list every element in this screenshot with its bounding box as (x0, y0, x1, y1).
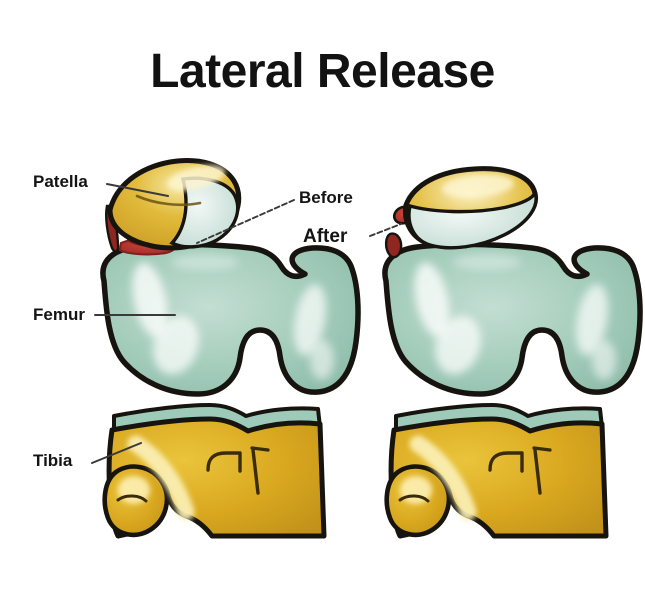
patella-before (107, 158, 242, 251)
label-tibia: Tibia (33, 451, 73, 470)
tibia-mark-left-after (488, 451, 524, 473)
tibia-before (102, 403, 327, 539)
leader-line-tibia (91, 442, 142, 464)
femur-highlight-e2 (453, 254, 521, 270)
label-patella: Patella (33, 172, 88, 191)
femur-after (382, 241, 643, 397)
femur-highlight-d (310, 340, 334, 380)
femur-highlight-e (171, 254, 239, 270)
patella-highlight-before (166, 165, 226, 191)
femur-highlight-c (293, 284, 327, 356)
knee-after (382, 166, 643, 539)
knee-before (100, 158, 361, 539)
label-femur: Femur (33, 305, 85, 324)
tibia-mark-right-before (251, 448, 260, 495)
leader-line-patella (106, 183, 169, 197)
femur-before (100, 241, 361, 397)
femur-highlight-a (132, 262, 168, 338)
tibia-knob-crease-before (116, 494, 148, 503)
tibia-highlight-curve-before (127, 435, 195, 521)
tibia-knob-crease-after (398, 494, 430, 503)
femur-highlight-d2 (592, 340, 616, 380)
label-after: After (303, 226, 348, 247)
femur-highlight-b (153, 315, 199, 375)
femur-highlight-a2 (414, 262, 450, 338)
patella-ridge-before (135, 194, 202, 207)
patella-cartilage-before (169, 176, 240, 249)
patella-after (402, 166, 538, 250)
femur-highlight-c2 (575, 284, 609, 356)
page-title: Lateral Release (150, 45, 495, 98)
retinaculum-remnant-lower (384, 232, 403, 259)
leader-line-after (369, 223, 402, 237)
tibia-highlight-curve-after (409, 435, 477, 521)
tibia-mark-top-before (250, 446, 270, 452)
tibia-mark-right-after (533, 448, 542, 495)
femur-highlight-b2 (435, 315, 481, 375)
tibia-after (384, 403, 609, 539)
leader-lines (91, 183, 402, 464)
tibia-mark-top-after (532, 446, 552, 452)
label-before: Before (299, 188, 353, 207)
leader-line-before (196, 199, 295, 244)
patella-cartilage-after (407, 185, 538, 250)
patella-highlight-after (442, 174, 514, 198)
tibia-mark-left-before (206, 451, 242, 473)
